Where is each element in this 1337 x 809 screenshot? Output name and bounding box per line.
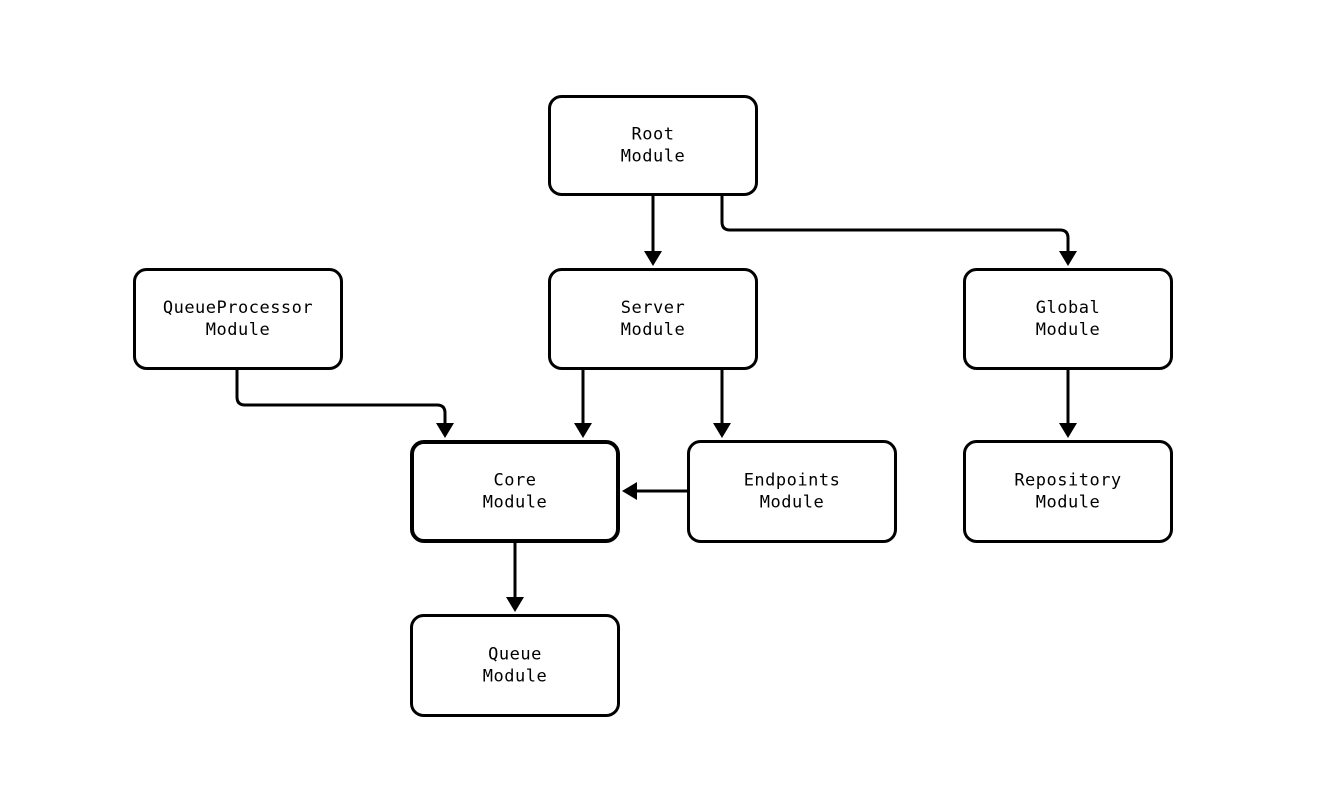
edge-server-to-endpoints: [713, 370, 731, 438]
endpoints-module-box[interactable]: [687, 440, 897, 543]
edges-layer: [235, 196, 1077, 612]
edge-server-to-core-arrowhead: [574, 423, 592, 438]
edge-server-to-endpoints-arrowhead: [713, 423, 731, 438]
edge-root-to-global-arrowhead: [1059, 251, 1077, 266]
core-module-label-line2: Module: [483, 493, 547, 513]
edge-endpoints-to-core-arrowhead: [622, 482, 637, 500]
global-module-box[interactable]: [963, 268, 1173, 370]
edge-queueprocessor-to-core: [235, 370, 454, 438]
server-module-label-line1: Server: [621, 298, 685, 318]
nodes-layer: RootModuleQueueProcessorModuleServerModu…: [133, 95, 1173, 717]
edge-core-to-queue-arrowhead: [506, 597, 524, 612]
edge-root-to-global-line: [720, 196, 1070, 252]
queueprocessor-module-label-line1: QueueProcessor: [163, 298, 313, 318]
edge-root-to-global: [720, 196, 1077, 266]
queueprocessor-module-box[interactable]: [133, 268, 343, 370]
edge-root-to-server: [644, 196, 662, 266]
edge-root-to-server-arrowhead: [644, 251, 662, 266]
server-module-label-line2: Module: [621, 320, 685, 340]
queueprocessor-module-label-line2: Module: [206, 320, 270, 340]
repository-module-box[interactable]: [963, 440, 1173, 543]
root-module-label-line1: Root: [632, 125, 675, 145]
server-module-box[interactable]: [548, 268, 758, 370]
core-module-box[interactable]: [410, 440, 620, 543]
edge-endpoints-to-core: [622, 482, 687, 500]
root-module-label-line2: Module: [621, 147, 685, 167]
edge-core-to-queue: [506, 543, 524, 612]
root-module-box[interactable]: [548, 95, 758, 196]
edge-queueprocessor-to-core-arrowhead: [436, 423, 454, 438]
queue-module-label-line2: Module: [483, 667, 547, 687]
edge-global-to-repository: [1059, 370, 1077, 438]
endpoints-module-label-line1: Endpoints: [744, 471, 841, 491]
repository-module-label-line1: Repository: [1014, 471, 1121, 491]
global-module-label-line1: Global: [1036, 298, 1100, 318]
repository-module-label-line2: Module: [1036, 493, 1100, 513]
edge-global-to-repository-arrowhead: [1059, 423, 1077, 438]
queue-module-box[interactable]: [410, 614, 620, 717]
edge-server-to-core: [574, 370, 592, 438]
queue-module-label-line1: Queue: [488, 645, 542, 665]
endpoints-module-label-line2: Module: [760, 493, 824, 513]
global-module-label-line2: Module: [1036, 320, 1100, 340]
core-module-label-line1: Core: [494, 471, 537, 491]
edge-queueprocessor-to-core-line: [235, 370, 447, 424]
